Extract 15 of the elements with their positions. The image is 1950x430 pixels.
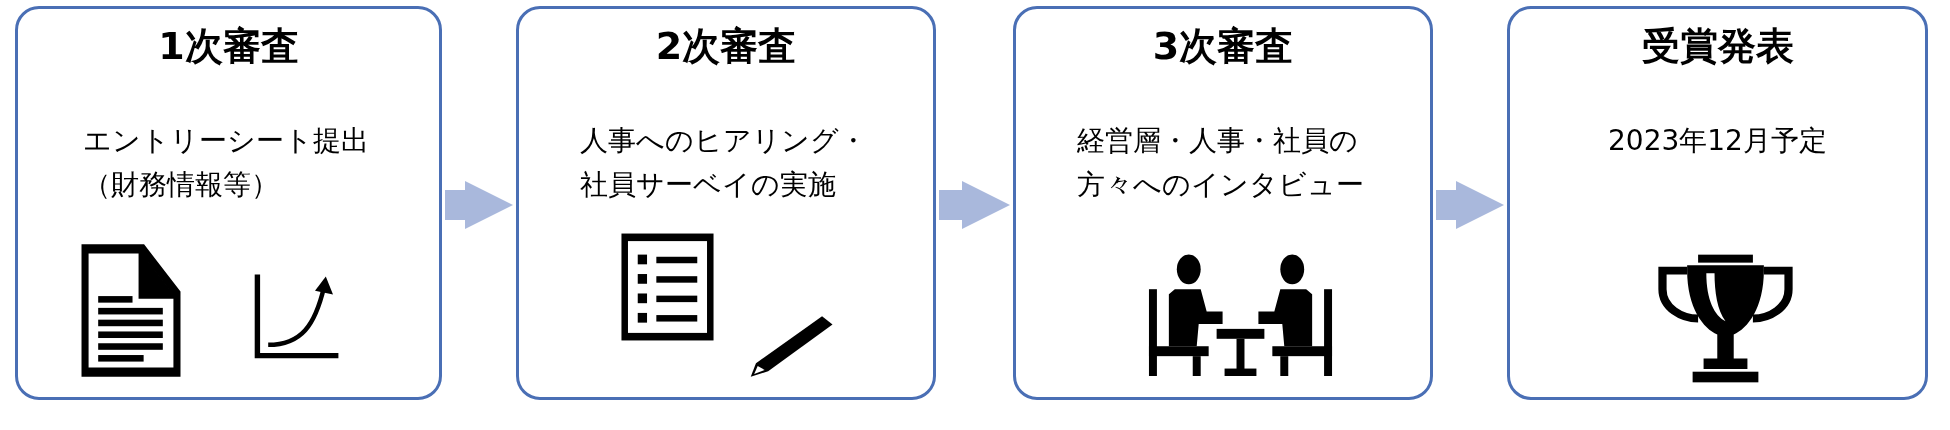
stage-description: 2023年12月予定 [1608, 123, 1827, 159]
flow-arrow [939, 181, 1010, 229]
stage-box [15, 6, 442, 400]
flow-arrow [1436, 181, 1504, 229]
stage-box [516, 6, 936, 400]
stage-description: 経営層・人事・社員の方々へのインタビュー [1077, 123, 1366, 203]
flow-arrow [445, 181, 513, 229]
stage-title: 受賞発表 [1640, 23, 1795, 69]
stage-box [1013, 6, 1433, 400]
stage-title: 2次審査 [654, 23, 798, 69]
stage-description: エントリーシート提出（財務情報等） [82, 123, 370, 203]
stage-title: 1次審査 [157, 23, 300, 69]
stage-box [1507, 6, 1928, 400]
stage-description: 人事へのヒアリング・社員サーベイの実施 [580, 123, 869, 203]
stage-title: 3次審査 [1151, 23, 1295, 69]
